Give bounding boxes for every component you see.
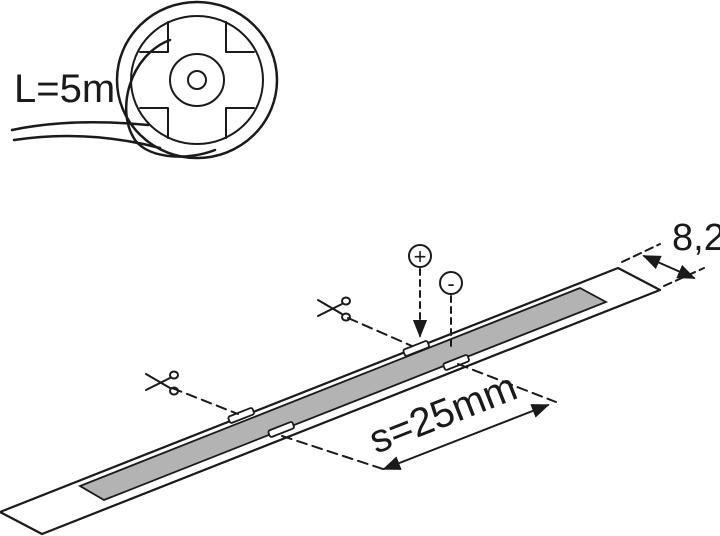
reel-hub	[169, 53, 225, 107]
segment-spacing-dimension: s=25mm	[281, 363, 557, 471]
led-area	[77, 287, 609, 501]
positive-symbol: +	[414, 244, 427, 269]
reel-inner-rim	[130, 15, 264, 145]
reel-spoke-br	[225, 107, 255, 139]
reel-outer-rim	[115, 0, 279, 160]
reel-spoke-tl	[139, 21, 169, 53]
cut-mark-right	[317, 296, 413, 347]
cut-line	[171, 387, 239, 415]
strip-width-label: 8,2	[672, 217, 720, 259]
extension-line	[621, 243, 661, 263]
reel-spoke-tr	[225, 21, 255, 53]
positive-terminal-marker: +	[408, 244, 432, 338]
extension-line	[281, 435, 387, 471]
led-strip	[0, 266, 662, 536]
reel-illustration: L=5m	[10, 0, 279, 160]
reel-spoke-bl	[139, 107, 169, 139]
reel-center-hole	[187, 70, 207, 90]
solder-pad	[227, 407, 255, 424]
strip-width-dimension: 8,2	[621, 217, 720, 287]
negative-symbol: -	[447, 271, 454, 296]
extension-line	[457, 363, 557, 403]
extension-line	[663, 267, 705, 287]
solder-pad	[402, 340, 430, 357]
negative-terminal-marker: -	[439, 271, 463, 351]
minus-circle-icon	[439, 271, 463, 295]
roll-length-label: L=5m	[14, 67, 115, 111]
reel-tail-lower	[12, 134, 162, 150]
scissors-icon	[145, 370, 179, 396]
plus-circle-icon	[408, 244, 432, 268]
scissors-icon	[317, 296, 351, 322]
cut-mark-left	[145, 370, 239, 415]
reel-tail-upper	[10, 121, 150, 132]
solder-pad	[442, 354, 470, 371]
dimension-arrow	[642, 255, 696, 279]
strip-outline	[0, 266, 662, 536]
dimension-arrow	[382, 404, 550, 470]
solder-pad	[267, 421, 295, 438]
cut-line	[347, 317, 413, 347]
